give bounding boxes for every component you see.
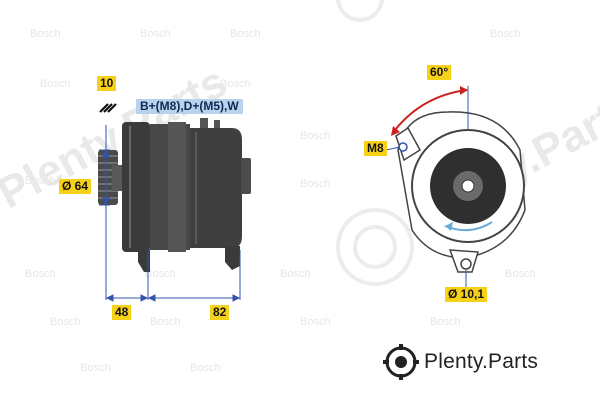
hole-diameter-label: Ø 10,1 xyxy=(445,287,488,302)
watermark-bosch: Bosch xyxy=(80,362,111,374)
brand-logo-icon xyxy=(383,344,419,380)
pulley-diameter-label: Ø 64 xyxy=(59,179,92,194)
brand-suffix: .Parts xyxy=(482,350,539,373)
watermark-bosch: Bosch xyxy=(50,316,81,328)
watermark-bosch: Bosch xyxy=(150,316,181,328)
brand-name: Plenty xyxy=(424,350,483,373)
watermark-bosch: Bosch xyxy=(25,175,56,187)
width-rear-label: 82 xyxy=(210,305,230,320)
watermark-bosch: Bosch xyxy=(300,316,331,328)
watermark-bosch: Bosch xyxy=(40,78,71,90)
alternator-side-view xyxy=(98,118,251,272)
watermark-bosch: Bosch xyxy=(220,78,251,90)
watermark-bosch: Bosch xyxy=(430,316,461,328)
angle-arc-arrow xyxy=(391,86,469,136)
watermark-bosch: Bosch xyxy=(190,362,221,374)
watermark-bosch: Bosch xyxy=(140,28,171,40)
brand-logo: Plenty.Parts xyxy=(418,346,538,378)
watermark-bosch: Bosch xyxy=(490,28,521,40)
pulley-count-label: 10 xyxy=(97,76,117,91)
watermark-bosch: Bosch xyxy=(280,268,311,280)
thread-label: M8 xyxy=(364,141,387,156)
watermark-bosch: Bosch xyxy=(300,130,331,142)
terminal-label: B+(M8),D+(M5),W xyxy=(136,99,243,114)
dimension-lines-side xyxy=(99,125,241,302)
ground-hatch-icon xyxy=(99,103,117,113)
watermark-bosch: Bosch xyxy=(25,268,56,280)
thread-leader-line xyxy=(385,146,401,151)
watermark-bosch: Bosch xyxy=(145,268,176,280)
watermark-bosch: Bosch xyxy=(230,28,261,40)
watermark-bosch: Bosch xyxy=(30,28,61,40)
watermark-logo-circles xyxy=(336,0,414,286)
watermark-bosch: Bosch xyxy=(505,268,536,280)
width-front-label: 48 xyxy=(112,305,132,320)
alternator-front-view xyxy=(395,111,526,273)
watermark-bosch: Bosch xyxy=(300,178,331,190)
angle-label: 60° xyxy=(427,65,452,80)
